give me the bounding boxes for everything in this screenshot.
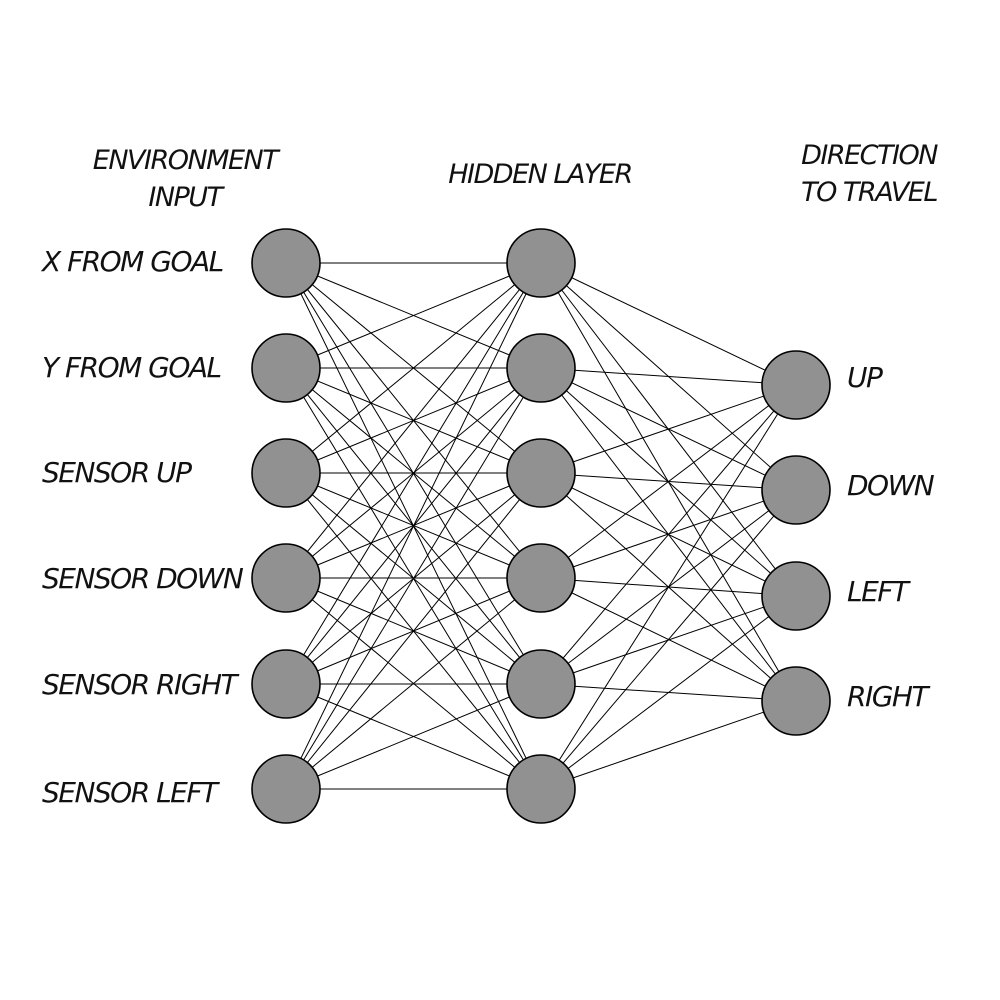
edge-hidden-3-to-output-1 [540, 384, 797, 474]
edge-hidden-2-to-output-1 [540, 367, 797, 386]
edge-hidden-6-to-output-1 [540, 384, 797, 790]
edge-hidden-6-to-output-3 [540, 595, 797, 790]
output-label-up: UP [847, 361, 883, 394]
header-hidden-layer: HIDDEN LAYER [440, 156, 640, 193]
edge-input-2-to-hidden-1 [285, 262, 542, 369]
output-label-left: LEFT [847, 575, 909, 608]
header-hidden-layer-line-1: HIDDEN LAYER [448, 159, 633, 190]
edge-hidden-5-to-output-1 [540, 384, 797, 685]
output-label-right: RIGHT [847, 680, 929, 713]
nodes-group [251, 228, 831, 824]
input-node-sensor-left [251, 754, 321, 824]
output-node-right [761, 666, 831, 736]
input-node-sensor-up [251, 438, 321, 508]
header-direction-line-2: TO TRAVEL [801, 177, 938, 208]
edge-hidden-1-to-output-1 [540, 262, 797, 386]
hidden-node-6 [506, 754, 576, 824]
header-environment-input: ENVIRONMENT INPUT [85, 142, 285, 216]
hidden-node-5 [506, 649, 576, 719]
header-direction-line-1: DIRECTION [801, 140, 938, 171]
edge-input-3-to-hidden-1 [285, 262, 542, 474]
edge-input-4-to-hidden-1 [285, 262, 542, 579]
input-node-sensor-right [251, 649, 321, 719]
edge-input-6-to-hidden-2 [285, 367, 542, 790]
input-label-y-from-goal: Y FROM GOAL [42, 351, 222, 384]
edge-input-6-to-hidden-5 [285, 683, 542, 790]
input-label-sensor-up: SENSOR UP [42, 456, 192, 489]
edge-input-5-to-hidden-1 [285, 262, 542, 685]
input-label-sensor-left: SENSOR LEFT [42, 776, 218, 809]
input-label-sensor-right: SENSOR RIGHT [42, 668, 238, 701]
header-environment-input-line-2: INPUT [148, 182, 223, 213]
edge-input-6-to-hidden-4 [285, 577, 542, 790]
edge-hidden-6-to-output-4 [540, 700, 797, 790]
output-node-left [761, 561, 831, 631]
hidden-node-4 [506, 543, 576, 613]
header-direction-to-travel: DIRECTION TO TRAVEL [769, 137, 969, 211]
input-node-y-from-goal [251, 333, 321, 403]
input-label-x-from-goal: X FROM GOAL [42, 245, 224, 278]
input-node-sensor-down [251, 543, 321, 613]
hidden-node-3 [506, 438, 576, 508]
input-node-x-from-goal [251, 228, 321, 298]
hidden-node-2 [506, 333, 576, 403]
edge-hidden-4-to-output-1 [540, 384, 797, 579]
edges-group [285, 262, 797, 790]
output-node-down [761, 455, 831, 525]
edge-input-6-to-hidden-3 [285, 472, 542, 790]
input-label-sensor-down: SENSOR DOWN [42, 562, 244, 595]
hidden-node-1 [506, 228, 576, 298]
header-environment-input-line-1: ENVIRONMENT [92, 145, 279, 176]
output-node-up [761, 350, 831, 420]
edge-hidden-6-to-output-2 [540, 489, 797, 790]
output-label-down: DOWN [847, 469, 935, 502]
edge-input-6-to-hidden-1 [285, 262, 542, 790]
